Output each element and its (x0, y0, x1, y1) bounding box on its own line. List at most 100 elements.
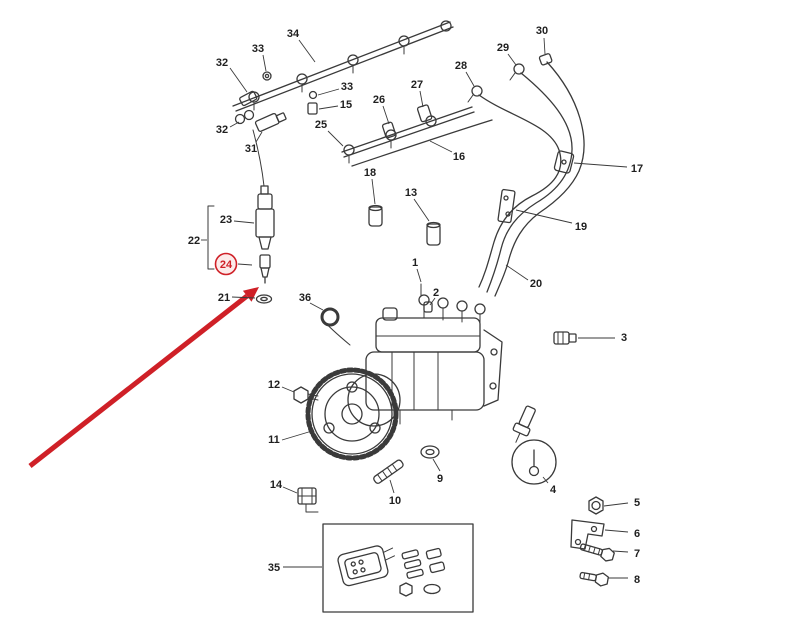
union-fittings-cluster (234, 71, 287, 132)
svg-text:32: 32 (216, 124, 228, 136)
sealing-washer (255, 294, 273, 304)
part-label-26[interactable]: 26 (373, 94, 385, 106)
part-label-27[interactable]: 27 (411, 79, 423, 91)
part-label-13[interactable]: 13 (405, 187, 417, 199)
part-label-12[interactable]: 12 (268, 379, 280, 391)
part-label-17[interactable]: 17 (631, 163, 643, 175)
part-label-32[interactable]: 32 (216, 57, 228, 69)
part-label-2[interactable]: 2 (433, 287, 439, 299)
part-label-16[interactable]: 16 (453, 151, 465, 163)
part-label-15[interactable]: 15 (340, 99, 352, 111)
leader-line-13 (413, 198, 430, 222)
svg-text:18: 18 (364, 167, 376, 179)
part-label-11[interactable]: 11 (268, 434, 280, 446)
svg-text:32: 32 (216, 57, 228, 69)
svg-text:35: 35 (268, 562, 280, 574)
part-label-34[interactable]: 34 (287, 28, 300, 40)
leader-line-14 (282, 486, 298, 494)
svg-text:20: 20 (530, 278, 542, 290)
part-label-19[interactable]: 19 (575, 221, 587, 233)
svg-text:29: 29 (497, 42, 509, 54)
part-label-22[interactable]: 22 (188, 235, 200, 247)
fitting-3 (553, 331, 577, 345)
injector-nozzle (259, 254, 271, 284)
svg-text:24: 24 (220, 259, 233, 271)
nut-5 (588, 496, 604, 515)
leader-line-11 (281, 430, 313, 441)
svg-text:12: 12 (268, 379, 280, 391)
part-label-25[interactable]: 25 (315, 119, 327, 131)
part-label-5[interactable]: 5 (634, 497, 640, 509)
part-label-8[interactable]: 8 (634, 574, 640, 586)
leader-line-33 (262, 54, 267, 72)
part-label-1[interactable]: 1 (412, 257, 418, 269)
leader-line-2 (429, 297, 436, 306)
leader-line-9 (432, 458, 441, 472)
part-label-10[interactable]: 10 (389, 495, 401, 507)
pipe-clamp (553, 150, 575, 174)
svg-text:31: 31 (245, 143, 257, 155)
connector-kit-parts (337, 545, 446, 597)
leader-line-29 (507, 53, 517, 66)
leader-line-20 (505, 264, 529, 281)
part-label-31[interactable]: 31 (245, 143, 257, 155)
leader-line-33 (317, 88, 340, 96)
part-label-23[interactable]: 23 (220, 214, 232, 226)
part-label-6[interactable]: 6 (634, 528, 640, 540)
svg-text:16: 16 (453, 151, 465, 163)
part-label-7[interactable]: 7 (634, 548, 640, 560)
svg-text:28: 28 (455, 60, 467, 72)
clip-14 (297, 487, 319, 513)
leader-line-17 (573, 162, 628, 168)
part-label-33[interactable]: 33 (252, 43, 264, 55)
svg-text:4: 4 (550, 484, 557, 496)
svg-text:26: 26 (373, 94, 385, 106)
part-labels: 3233343315252627282930323116171813192322… (188, 25, 643, 586)
bolt-8 (579, 571, 609, 587)
leader-line-25 (327, 130, 344, 147)
gear-bolt (293, 386, 319, 404)
svg-text:27: 27 (411, 79, 423, 91)
svg-text:1: 1 (412, 257, 418, 269)
svg-text:33: 33 (341, 81, 353, 93)
part-label-35[interactable]: 35 (268, 562, 280, 574)
part-label-20[interactable]: 20 (530, 278, 542, 290)
part-label-21[interactable]: 21 (218, 292, 230, 304)
svg-text:34: 34 (287, 28, 300, 40)
part-label-29[interactable]: 29 (497, 42, 509, 54)
svg-text:2: 2 (433, 287, 439, 299)
svg-text:15: 15 (340, 99, 352, 111)
leader-line-31 (255, 131, 263, 143)
part-label-18[interactable]: 18 (364, 167, 376, 179)
svg-text:13: 13 (405, 187, 417, 199)
part-label-3[interactable]: 3 (621, 332, 627, 344)
part-label-30[interactable]: 30 (536, 25, 548, 37)
svg-text:30: 30 (536, 25, 548, 37)
part-label-14[interactable]: 14 (270, 479, 283, 491)
svg-text:25: 25 (315, 119, 327, 131)
svg-text:9: 9 (437, 473, 443, 485)
part-label-36[interactable]: 36 (299, 292, 311, 304)
leader-line-32 (229, 121, 240, 128)
leak-off-rail-2 (341, 104, 493, 167)
svg-text:5: 5 (634, 497, 640, 509)
svg-text:10: 10 (389, 495, 401, 507)
part-label-9[interactable]: 9 (437, 473, 443, 485)
cap-18 (368, 204, 383, 227)
part-label-32[interactable]: 32 (216, 124, 228, 136)
highlight-circle (214, 252, 238, 276)
part-label-33[interactable]: 33 (341, 81, 353, 93)
bracket-6 (570, 519, 605, 550)
part-label-24[interactable]: 24 (214, 252, 238, 276)
part-label-4[interactable]: 4 (550, 484, 557, 496)
svg-text:17: 17 (631, 163, 643, 175)
leader-line-21 (231, 296, 256, 299)
bolt-7 (579, 543, 615, 562)
injection-pipes (478, 61, 585, 297)
part-label-28[interactable]: 28 (455, 60, 467, 72)
leader-line-12 (281, 386, 295, 393)
small-fittings (307, 90, 318, 115)
highlight-arrow (28, 287, 259, 468)
svg-text:7: 7 (634, 548, 640, 560)
